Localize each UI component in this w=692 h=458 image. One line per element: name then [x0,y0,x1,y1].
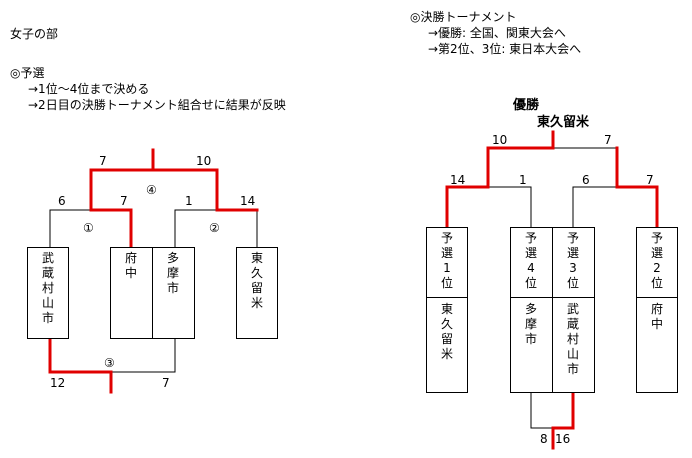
line-sf2-left [572,186,617,228]
score-final-left: 10 [492,133,508,147]
score-sf2-left: 6 [582,173,590,187]
red-winner-lines [48,130,659,450]
team-box-fuchu: 府中 [110,247,153,339]
seed-label: 予選4位 [524,231,537,290]
score-third-left: 8 [540,432,548,446]
match-label-2: ② [209,221,220,235]
line-sf1-right [488,186,532,228]
box-divider [511,297,552,298]
score-m3-right: 7 [162,376,170,390]
final-box-seed3: 予選3位 武蔵村山市 [552,227,595,393]
final-box-seed4: 予選4位 多摩市 [510,227,553,393]
score-sf2-right: 7 [646,173,654,187]
win-line-m1-m4 [89,148,155,250]
team-name: 府中 [124,251,137,280]
line-m3-right [111,338,176,373]
team-box-higashikurume: 東久留米 [236,247,278,339]
score-final-right: 7 [604,133,612,147]
final-box-seed1: 予選1位 東久留米 [426,227,468,393]
win-line-sf2 [615,146,659,230]
final-line-2: →第2位、3位: 東日本大会へ [428,42,582,56]
black-bracket-lines [49,147,617,429]
team-name: 多摩市 [524,302,537,346]
score-m2-left: 1 [185,194,193,208]
line-third-left [530,393,553,429]
seed-label: 予選1位 [440,231,453,290]
score-sf1-left: 14 [450,173,466,187]
win-line-third [551,391,575,450]
box-divider [427,297,467,298]
seed-label: 予選2位 [650,231,663,290]
final-heading: ◎決勝トーナメント [410,10,517,24]
score-m2-right: 14 [240,194,256,208]
prelim-line-1: →1位〜4位まで決める [28,82,150,96]
seed-label: 予選3位 [566,231,579,290]
score-m3-left: 12 [50,376,66,390]
score-m4-left: 7 [99,154,107,168]
champion-label: 優勝 [513,98,540,113]
box-divider [637,297,677,298]
team-name: 武蔵村山市 [566,302,579,376]
team-box-musashimurayama: 武蔵村山市 [27,247,69,339]
champion-team: 東久留米 [537,115,590,130]
box-divider [553,297,594,298]
score-m1-right: 7 [120,194,128,208]
prelim-line-2: →2日目の決勝トーナメント組合せに結果が反映 [28,98,286,112]
win-line-m3 [48,336,113,394]
team-name: 多摩市 [166,251,179,295]
final-box-seed2: 予選2位 府中 [636,227,678,393]
win-line-champion [445,130,555,230]
section-title: 女子の部 [10,27,59,41]
team-box-tama: 多摩市 [152,247,195,339]
line-m2-left [174,209,217,248]
score-m1-left: 6 [58,194,66,208]
match-label-3: ③ [104,356,115,370]
team-name: 府中 [650,302,663,331]
team-name: 東久留米 [250,251,263,310]
win-line-m2 [215,168,259,212]
team-name: 東久留米 [440,302,453,361]
score-m4-right: 10 [196,154,212,168]
match-label-1: ① [83,221,94,235]
score-sf1-right: 1 [519,173,527,187]
prelim-heading: ◎予選 [10,66,45,80]
match-label-4: ④ [146,183,157,197]
team-name: 武蔵村山市 [41,251,54,325]
line-m1-left [49,209,91,248]
final-line-1: →優勝: 全国、関東大会へ [428,26,566,40]
score-third-right: 16 [555,432,571,446]
